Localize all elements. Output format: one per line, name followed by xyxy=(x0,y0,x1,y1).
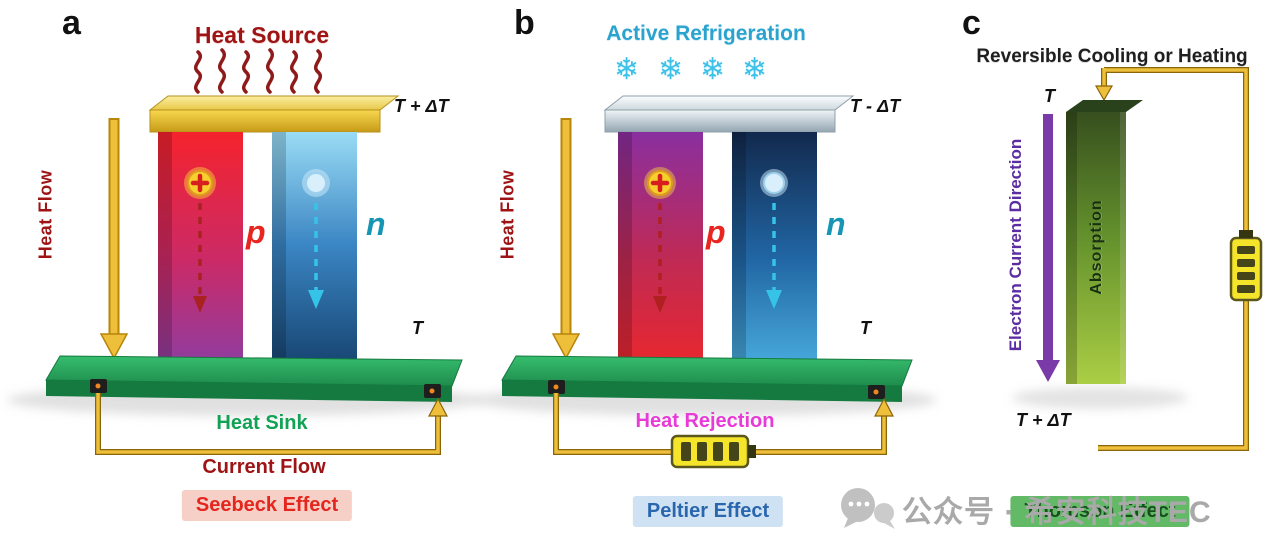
n-type-leg-shade xyxy=(272,132,286,385)
panel-a-label: a xyxy=(62,4,81,42)
positive-carrier-icon xyxy=(644,167,676,199)
electron-drift-arrow xyxy=(308,203,324,309)
hot-plate-top xyxy=(148,95,400,111)
panel-a-heat-flow-label: Heat Flow xyxy=(35,169,56,260)
battery-icon xyxy=(1229,230,1263,302)
panel-b-graphics xyxy=(473,95,937,469)
p-type-leg-shade xyxy=(158,132,172,385)
seebeck-effect-badge: Seebeck Effect xyxy=(181,490,353,521)
snowflake-icon: ❄ xyxy=(700,53,726,86)
heat-sink-label: Heat Sink xyxy=(216,412,308,434)
n-type-leg-shade xyxy=(732,132,746,385)
panel-a-graphics xyxy=(7,48,483,455)
hole-drift-arrow xyxy=(193,203,207,313)
panel-b-heat-flow-label: Heat Flow xyxy=(497,169,518,260)
electron-current-direction-label: Electron Current Direction xyxy=(1006,138,1025,352)
circuit-wire xyxy=(1094,67,1249,451)
panel-c-label: c xyxy=(962,4,981,42)
panel-b-label: b xyxy=(514,4,535,42)
heat-waves-icon xyxy=(194,48,322,94)
panel-a-p-label: p xyxy=(246,214,266,250)
panel-a-temp-cold: T xyxy=(412,318,423,338)
cold-plate-top xyxy=(603,95,855,111)
electron-current-arrow xyxy=(1036,114,1060,382)
panel-b-n-label: n xyxy=(826,206,846,242)
chat-bubbles-icon xyxy=(841,488,895,529)
positive-carrier-icon xyxy=(184,167,216,199)
panel-c-temp-top: T xyxy=(1044,86,1055,106)
contact-component xyxy=(424,384,441,398)
contact-component xyxy=(548,380,565,394)
active-refrigeration-title: Active Refrigeration xyxy=(606,22,806,45)
absorption-label: Absorption xyxy=(1088,199,1105,295)
hot-plate-front xyxy=(149,109,381,133)
snowflake-icon: ❄ xyxy=(658,53,684,86)
panel-c-temp-bottom: T + ΔT xyxy=(1016,410,1071,430)
snowflake-icon: ❄ xyxy=(742,53,768,86)
circuit-wire xyxy=(95,393,448,455)
heat-flow-arrow xyxy=(99,118,129,360)
heat-flow-arrow xyxy=(551,118,581,360)
battery-icon xyxy=(670,434,756,469)
snowflake-icon: ❄ xyxy=(614,53,640,86)
panel-b-p-label: p xyxy=(706,214,726,250)
panel-b-temp-cold: T - ΔT xyxy=(850,96,901,116)
panel-a-temp-hot: T + ΔT xyxy=(394,96,449,116)
electron-drift-arrow xyxy=(766,203,782,309)
peltier-effect-badge: Peltier Effect xyxy=(632,496,784,527)
contact-component xyxy=(868,385,885,399)
electron-icon xyxy=(760,169,788,197)
thomson-column-highlight xyxy=(1120,112,1126,384)
cold-plate-front xyxy=(604,109,836,133)
electron-icon xyxy=(302,169,330,197)
column-shadow xyxy=(1012,387,1188,409)
contact-component xyxy=(90,379,107,393)
heat-sink-front xyxy=(46,380,452,402)
panel-c-graphics xyxy=(1012,67,1263,451)
reversible-title: Reversible Cooling or Heating xyxy=(976,46,1248,67)
heat-rejection-label: Heat Rejection xyxy=(635,410,775,432)
current-flow-label: Current Flow xyxy=(202,456,326,478)
circuit-wire xyxy=(553,393,894,455)
panel-a-n-label: n xyxy=(366,206,386,242)
watermark-text: 公众号 · 希安科技TEC xyxy=(902,496,1212,529)
heat-sink-front xyxy=(502,380,902,402)
hole-drift-arrow xyxy=(653,203,667,313)
heat-source-title: Heat Source xyxy=(194,22,330,48)
panel-b-temp-hot: T xyxy=(860,318,871,338)
p-type-leg-shade xyxy=(618,132,632,385)
thomson-column-top xyxy=(1066,100,1143,112)
thomson-column xyxy=(1066,112,1126,384)
thomson-column-shade xyxy=(1066,112,1077,384)
thomson-effect-badge: Thomson Effect xyxy=(1010,496,1190,527)
